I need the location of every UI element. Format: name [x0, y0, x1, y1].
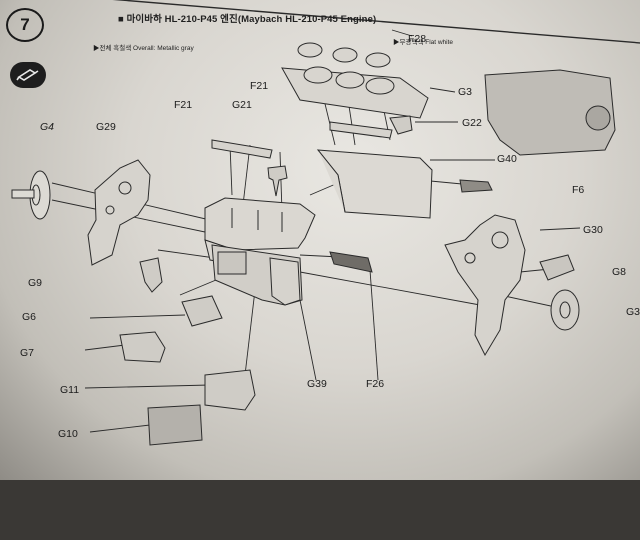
label-g8: G8	[612, 266, 627, 278]
label-f21-left: F21	[174, 99, 193, 111]
label-g3-top: G3	[458, 86, 473, 98]
cylinder-head-part	[281, 42, 429, 119]
label-g10: G10	[58, 428, 78, 440]
dipstick-part	[329, 251, 373, 273]
step-number-badge: 7	[6, 8, 44, 42]
front-bracket-part	[444, 214, 526, 357]
filter-part	[139, 257, 163, 293]
label-f6: F6	[572, 184, 585, 196]
starter-motor-part	[147, 404, 203, 446]
starter-bracket-part	[204, 369, 256, 411]
small-fitting-part	[267, 165, 288, 197]
generator-part	[119, 331, 166, 363]
paint-note-flat-white: ▶무광백색 Flat white	[393, 39, 454, 46]
label-g22: G22	[462, 117, 482, 129]
side-plate-part	[269, 257, 301, 306]
label-f21-top: F21	[250, 80, 269, 92]
cement-tube-icon	[10, 62, 46, 88]
valve-cover-part	[316, 149, 433, 219]
assembled-engine-reference	[484, 69, 616, 156]
label-g30: G30	[583, 224, 603, 236]
flywheel-part	[11, 170, 51, 220]
step-title: ■ 마이바하 HL-210-P45 엔진(Maybach HL-210-P45 …	[118, 14, 377, 25]
label-g9: G9	[28, 277, 43, 289]
label-g39: G39	[307, 378, 327, 390]
label-g3-right: G3	[626, 306, 640, 318]
label-g4: G4	[40, 121, 55, 133]
instruction-sheet: 7 ■ 마이바하 HL-210-P45 엔진(Maybach HL-210-P4…	[0, 0, 640, 480]
label-g6: G6	[22, 311, 37, 323]
clip-part	[389, 115, 413, 135]
pump-part	[539, 254, 575, 281]
step-number: 7	[20, 15, 30, 34]
label-g40: G40	[497, 153, 517, 165]
label-g21: G21	[232, 99, 252, 111]
paint-note-overall: ▶전체 흑철색 Overall: Metallic gray	[93, 45, 194, 52]
label-g11: G11	[60, 384, 80, 396]
plug-part	[459, 179, 493, 193]
rocker-rail-part-left	[211, 139, 273, 159]
bracket-part-g6	[181, 295, 223, 327]
label-f28: F28	[408, 33, 427, 45]
rocker-rail-part-top	[329, 121, 393, 139]
label-f26: F26	[366, 378, 385, 390]
label-g29: G29	[96, 121, 116, 133]
rear-bracket-part	[87, 159, 151, 266]
pulley-part	[550, 289, 580, 331]
exploded-view-diagram	[11, 29, 616, 446]
assembly-guide-lines	[51, 29, 581, 433]
label-g7: G7	[20, 347, 35, 359]
